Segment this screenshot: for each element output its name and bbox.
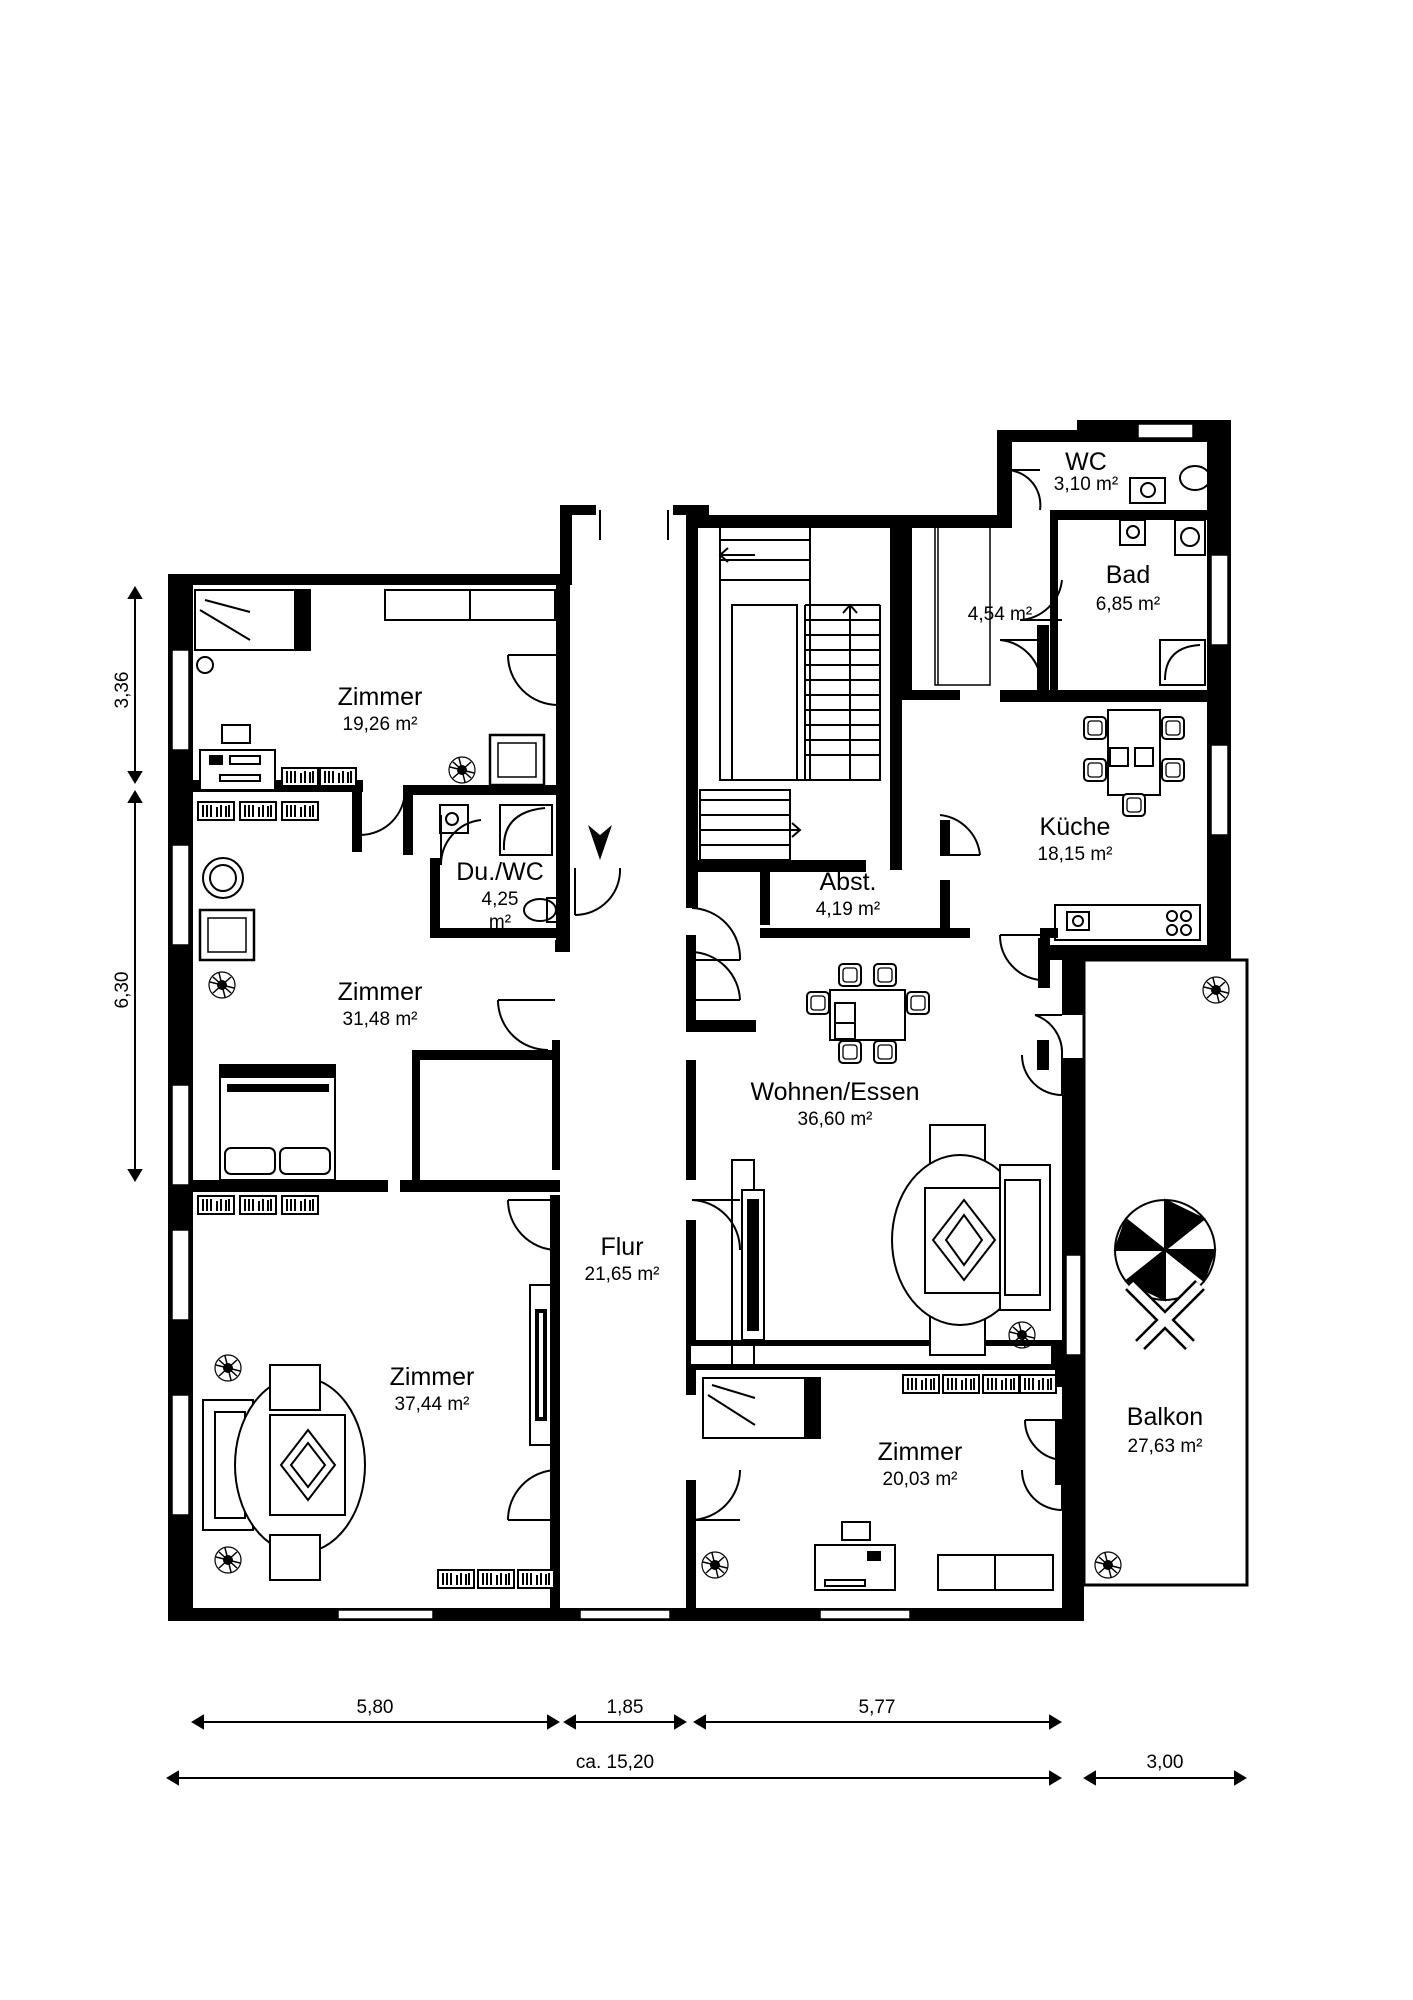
shelf-icon: [281, 767, 319, 787]
stair-icon: [699, 519, 881, 861]
room-name: Du./WC: [456, 858, 544, 886]
room-area: 6,85 m²: [1096, 594, 1160, 615]
room-abstellraum: 4,54 m²: [968, 604, 1032, 625]
room-zimmer-2: Zimmer 31,48 m²: [338, 978, 423, 1030]
bed-icon: [219, 1064, 336, 1181]
plant-icon: [448, 756, 476, 784]
room-name: Zimmer: [390, 1363, 475, 1391]
dim-left-upper: 3,36: [112, 672, 133, 709]
dimension-lines: [127, 586, 1247, 1786]
room-area: 4,25: [482, 889, 519, 910]
desk-icon: [814, 1521, 896, 1591]
entrance-arrow-icon: [588, 825, 612, 860]
room-zimmer-3: Zimmer 37,44 m²: [390, 1363, 475, 1415]
room-name: Küche: [1040, 813, 1111, 841]
room-kueche: Küche 18,15 m²: [1038, 813, 1113, 865]
room-name: Zimmer: [338, 683, 423, 711]
toilet-icon: [523, 898, 557, 922]
room-area: 21,65 m²: [585, 1264, 660, 1285]
armchair-icon: [488, 733, 546, 787]
dim-bottom-left: 5,80: [357, 1697, 394, 1718]
room-zimmer-4: Zimmer 20,03 m²: [878, 1438, 963, 1490]
room-area: 18,15 m²: [1038, 844, 1113, 865]
room-area: 20,03 m²: [883, 1469, 958, 1490]
balcony-outline: [1082, 958, 1249, 1587]
dim-left-lower: 6,30: [112, 972, 133, 1009]
closet: [934, 524, 991, 686]
bed-icon: [702, 1377, 821, 1439]
room-name: Abst.: [820, 868, 877, 896]
room-area: 4,54 m²: [968, 604, 1032, 625]
room-name: Zimmer: [338, 978, 423, 1006]
room-abst: Abst. 4,19 m²: [816, 868, 880, 920]
table-icon: [806, 963, 930, 1064]
dim-balcony: 3,00: [1147, 1752, 1184, 1773]
washer: [1174, 519, 1206, 556]
room-duwc: Du./WC 4,25 m²: [456, 858, 544, 933]
doors: [359, 469, 1064, 1521]
sink-icon: [439, 804, 469, 834]
room-area: 31,48 m²: [343, 1009, 418, 1030]
dim-bottom-mid: 1,85: [607, 1697, 644, 1718]
room-name: Flur: [600, 1233, 643, 1261]
windows: [171, 423, 1229, 1620]
room-area: 19,26 m²: [343, 714, 418, 735]
room-name: WC: [1065, 448, 1107, 476]
room-name: Wohnen/Essen: [750, 1078, 919, 1106]
room-bad: Bad 6,85 m²: [1096, 561, 1160, 615]
room-balkon: Balkon 27,63 m²: [1127, 1403, 1203, 1457]
room-area-unit: m²: [489, 912, 511, 933]
table-icon: [1083, 709, 1185, 817]
room-zimmer-1: Zimmer 19,26 m²: [338, 683, 423, 735]
dim-bottom-right: 5,77: [859, 1697, 896, 1718]
room-area: 36,60 m²: [798, 1109, 873, 1130]
shower-icon: [1159, 639, 1206, 686]
room-wohnen-essen: Wohnen/Essen 36,60 m²: [750, 1078, 919, 1130]
umbrella-icon: [1113, 1198, 1217, 1350]
shelf-icon: [319, 767, 357, 787]
tv-unit: [731, 1159, 765, 1366]
sofa-icon: [891, 1124, 1051, 1356]
shower-icon: [499, 804, 553, 856]
room-area: 37,44 m²: [395, 1394, 470, 1415]
room-area: 3,10 m²: [1054, 474, 1118, 495]
dim-total: ca. 15,20: [576, 1752, 654, 1773]
stove-icon: [1054, 904, 1201, 941]
room-name: Bad: [1106, 561, 1150, 589]
room-area: 27,63 m²: [1128, 1436, 1203, 1457]
room-wc: WC 3,10 m²: [1054, 448, 1118, 495]
sofa-icon: [202, 1364, 366, 1581]
room-area: 4,19 m²: [816, 899, 880, 920]
bed-icon: [194, 589, 311, 651]
room-flur: Flur 21,65 m²: [585, 1233, 660, 1285]
table-icon: [202, 857, 244, 899]
desk-icon: [199, 724, 276, 791]
room-name: Balkon: [1127, 1403, 1203, 1431]
room-name: Zimmer: [878, 1438, 963, 1466]
tv-unit: [529, 1284, 553, 1446]
